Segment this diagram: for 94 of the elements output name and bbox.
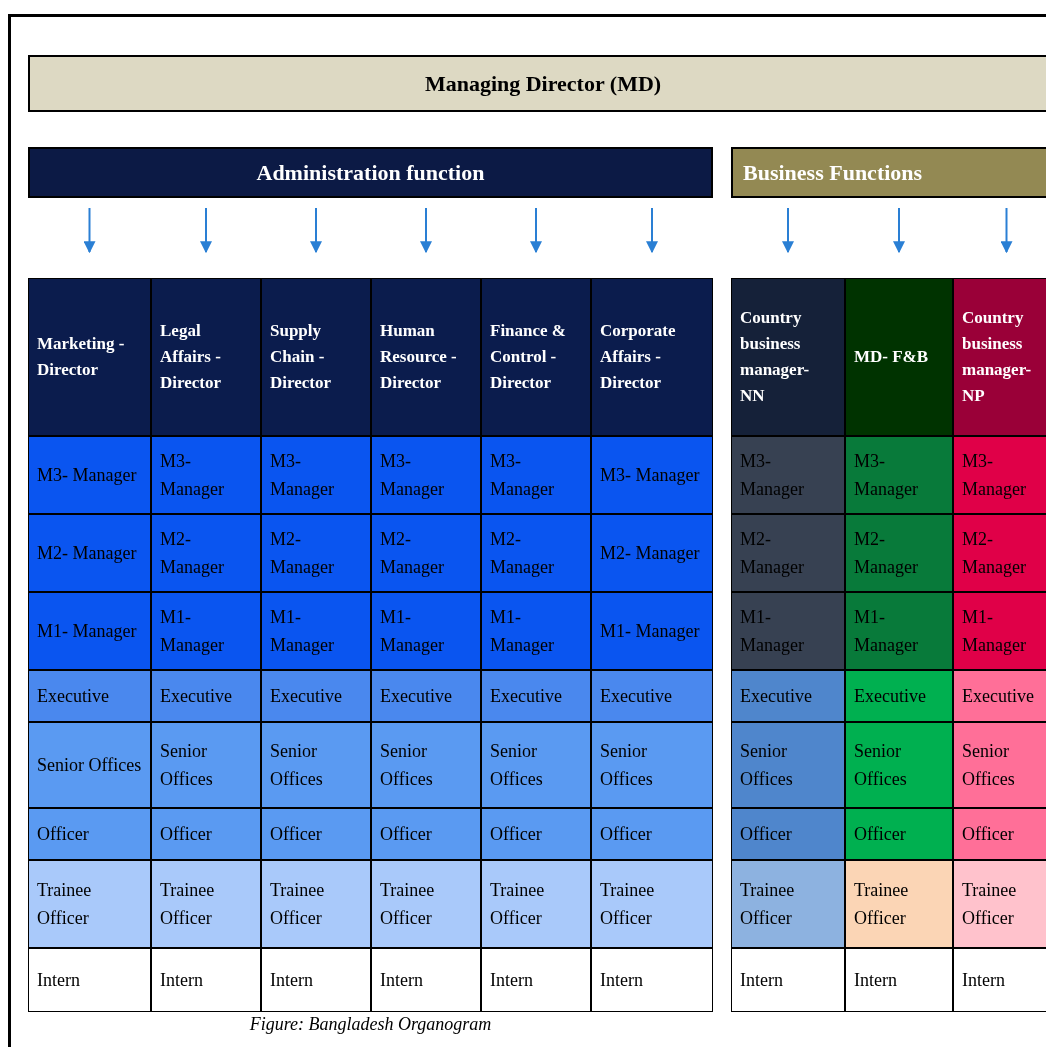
table-cell: Executive (591, 670, 713, 722)
table-cell: M1- Manager (953, 592, 1046, 670)
table-cell: Officer (481, 808, 591, 860)
table-cell: Trainee Officer (845, 860, 953, 948)
table-cell: Trainee Officer (731, 860, 845, 948)
table-cell: M1- Manager (845, 592, 953, 670)
arrow (420, 207, 432, 254)
table-cell: Intern (151, 948, 261, 1012)
arrow (782, 207, 794, 254)
table-cell: M3- Manager (591, 436, 713, 514)
table-cell: M1- Manager (151, 592, 261, 670)
table-cell: Trainee Officer (28, 860, 151, 948)
column-header: Supply Chain - Director (261, 278, 371, 436)
table-cell: M3- Manager (371, 436, 481, 514)
table-cell: Executive (371, 670, 481, 722)
table-cell: Officer (845, 808, 953, 860)
table-cell: Officer (731, 808, 845, 860)
table-cell: Intern (261, 948, 371, 1012)
table-cell: Intern (591, 948, 713, 1012)
table-cell: Intern (845, 948, 953, 1012)
table-cell: Officer (151, 808, 261, 860)
table-cell: M3- Manager (953, 436, 1046, 514)
column-header: Corporate Affairs - Director (591, 278, 713, 436)
table-cell: Senior Offices (151, 722, 261, 808)
table-cell: M3- Manager (845, 436, 953, 514)
table-cell: Trainee Officer (481, 860, 591, 948)
column-header: Country business manager- NN (731, 278, 845, 436)
column-header: MD- F&B (845, 278, 953, 436)
table-cell: M2- Manager (28, 514, 151, 592)
table-cell: M2- Manager (261, 514, 371, 592)
figure-caption: Figure: Bangladesh Organogram (249, 1014, 492, 1034)
table-cell: Intern (731, 948, 845, 1012)
column-header: Country business manager- NP (953, 278, 1046, 436)
arrow (310, 207, 322, 254)
title-bar: Managing Director (MD) (28, 55, 1046, 112)
table-cell: Officer (953, 808, 1046, 860)
table-cell: M3- Manager (481, 436, 591, 514)
table-cell: Senior Offices (371, 722, 481, 808)
table-cell: Trainee Officer (591, 860, 713, 948)
table-cell: Executive (731, 670, 845, 722)
table-cell: M2- Manager (845, 514, 953, 592)
table-cell: Executive (845, 670, 953, 722)
table-cell: Officer (28, 808, 151, 860)
table-cell: Executive (28, 670, 151, 722)
group-header: Business Functions (731, 147, 1046, 198)
arrow (646, 207, 658, 254)
table-cell: M1- Manager (731, 592, 845, 670)
column-header: Human Resource - Director (371, 278, 481, 436)
table-cell: M2- Manager (953, 514, 1046, 592)
table-cell: M3- Manager (261, 436, 371, 514)
table-cell: Senior Offices (845, 722, 953, 808)
table-cell: Senior Offices (731, 722, 845, 808)
table-cell: Intern (371, 948, 481, 1012)
group-header: Administration function (28, 147, 713, 198)
table-cell: Trainee Officer (371, 860, 481, 948)
table-cell: Officer (261, 808, 371, 860)
table-cell: Trainee Officer (261, 860, 371, 948)
arrow (1000, 207, 1013, 254)
table-cell: M2- Manager (481, 514, 591, 592)
column-header: Marketing - Director (28, 278, 151, 436)
table-cell: Senior Offices (28, 722, 151, 808)
column-header: Legal Affairs - Director (151, 278, 261, 436)
arrow (83, 207, 96, 254)
table-cell: Intern (481, 948, 591, 1012)
table-cell: Trainee Officer (953, 860, 1046, 948)
table-cell: M3- Manager (151, 436, 261, 514)
table-cell: Executive (151, 670, 261, 722)
arrow (530, 207, 542, 254)
table-cell: Trainee Officer (151, 860, 261, 948)
table-cell: M2- Manager (371, 514, 481, 592)
table-cell: M3- Manager (28, 436, 151, 514)
arrow (893, 207, 905, 254)
table-cell: M1- Manager (261, 592, 371, 670)
table-cell: Intern (28, 948, 151, 1012)
table-cell: M2- Manager (591, 514, 713, 592)
table-cell: M3- Manager (731, 436, 845, 514)
table-cell: M2- Manager (151, 514, 261, 592)
table-cell: M1- Manager (371, 592, 481, 670)
table-cell: Officer (371, 808, 481, 860)
table-cell: Senior Offices (953, 722, 1046, 808)
table-cell: Senior Offices (261, 722, 371, 808)
table-cell: Executive (261, 670, 371, 722)
table-cell: Senior Offices (591, 722, 713, 808)
column-header: Finance & Control - Director (481, 278, 591, 436)
table-cell: M1- Manager (591, 592, 713, 670)
table-cell: M2- Manager (731, 514, 845, 592)
table-cell: Officer (591, 808, 713, 860)
arrow (200, 207, 212, 254)
table-cell: Intern (953, 948, 1046, 1012)
table-cell: M1- Manager (28, 592, 151, 670)
table-cell: Executive (953, 670, 1046, 722)
table-cell: Senior Offices (481, 722, 591, 808)
table-cell: M1- Manager (481, 592, 591, 670)
table-cell: Executive (481, 670, 591, 722)
